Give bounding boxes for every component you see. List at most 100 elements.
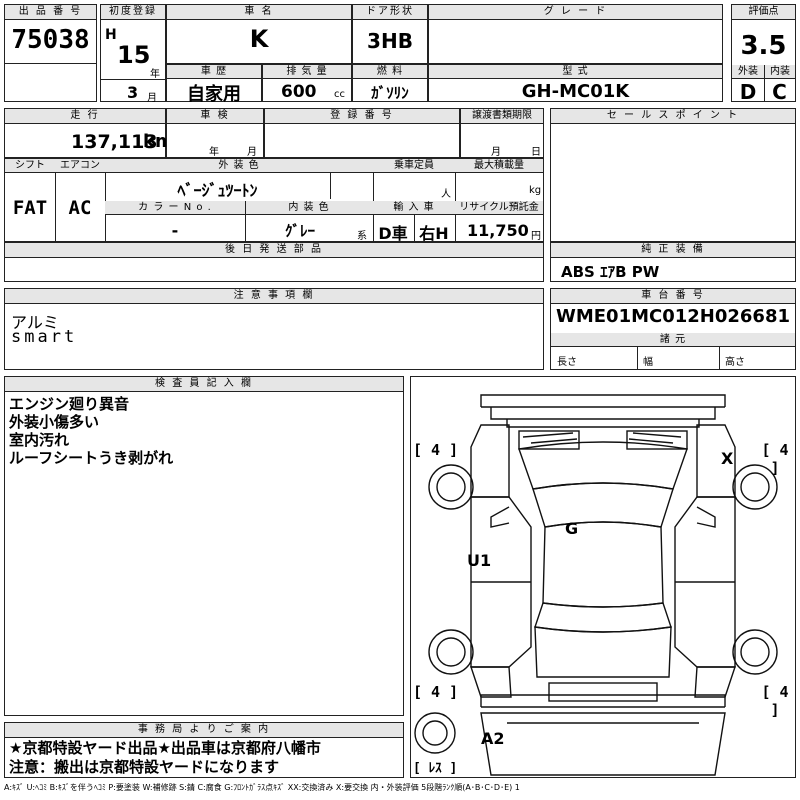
fuel-box: 燃 料 ｶﾞｿﾘﾝ (352, 64, 428, 102)
mileage-value: 137,113 (71, 131, 158, 153)
score-label: 評価点 (732, 5, 795, 20)
capacity-label: 乗車定員 (373, 159, 455, 173)
damage-legend: A:ｷｽﾞ U:ﾍｺﾐ B:ｷｽﾞを伴うﾍｺﾐ P:要塗装 W:補修跡 S:錆 … (4, 783, 520, 792)
load-unit: kg (529, 185, 542, 196)
steering-value: 右H (419, 224, 449, 243)
history-value: 自家用 (187, 84, 241, 105)
recycle-unit: 円 (531, 231, 541, 242)
sales-point-box: セ ー ル ス ポ イ ン ト (550, 108, 796, 242)
grade-box: グ レ ー ド (428, 4, 723, 64)
genuine-label: 純 正 装 備 (551, 243, 795, 258)
model-label: 型 式 (429, 65, 722, 79)
ext-color-label: 外 装 色 (105, 159, 373, 173)
shift-label: シフト (5, 159, 55, 173)
inspector-line-1: エンジン廻り異音 (9, 395, 130, 413)
int-color-value: ｸﾞﾚｰ (284, 222, 315, 240)
car-diagram-box: [ 4 ] [ 4 ] [ 4 ] [ 4 ] X G U1 A2 [ ﾚｽ ] (410, 376, 796, 778)
sales-point-label: セ ー ル ス ポ イ ン ト (551, 109, 795, 124)
tire-rear-left: [ 4 ] (413, 683, 459, 701)
caution-line-1: アルミ (11, 313, 59, 332)
tire-rear-right: [ 4 ] (761, 683, 789, 719)
ext-color-value: ﾍﾞｰｼﾞｭﾂｰﾄﾝ (177, 181, 258, 200)
history-box: 車 歴 自家用 (166, 64, 262, 105)
door-label: ドア形状 (353, 5, 427, 20)
displacement-label: 排 気 量 (263, 65, 351, 79)
mark-a2: A2 (481, 729, 505, 748)
first-registration-label: 初度登録 (101, 5, 165, 20)
chassis-label: 車 台 番 号 (551, 289, 795, 304)
reg-year: 15 (117, 41, 151, 69)
later-parts-label: 後 日 発 送 部 品 (5, 243, 543, 258)
car-name-box: 車 名 K (166, 4, 352, 64)
mileage-label: 走 行 (5, 109, 165, 124)
transfer-label: 譲渡書類期限 (461, 109, 543, 124)
displacement-unit: cc (334, 89, 345, 100)
interior-grade: C (772, 80, 787, 104)
mark-g: G (565, 519, 579, 538)
history-label: 車 歴 (167, 65, 261, 79)
lot-number: 75038 (11, 25, 90, 55)
displacement-box: 排 気 量 600 cc (262, 64, 352, 102)
recycle-label: リサイクル預託金 (455, 201, 543, 215)
regno-box: 登 録 番 号 (264, 108, 460, 158)
reg-month: 3 (127, 83, 139, 102)
score-value: 3.5 (740, 31, 787, 61)
fuel-label: 燃 料 (353, 65, 427, 79)
door-box: ドア形状 3HB (352, 4, 428, 64)
specs-label: 諸 元 (551, 333, 795, 347)
office-line-2: 注意：搬出は京都特設ヤードになります (9, 758, 280, 776)
color-no-label: カ ラ ー N o . (105, 201, 245, 215)
lot-number-label: 出 品 番 号 (5, 5, 96, 20)
recycle-value: 11,750 (467, 221, 529, 240)
caution-line-2: smart (11, 327, 78, 347)
load-label: 最大積載量 (455, 159, 543, 173)
car-name: K (249, 25, 269, 53)
car-name-label: 車 名 (167, 5, 351, 20)
fuel-value: ｶﾞｿﾘﾝ (371, 84, 409, 102)
office-line-1: ★京都特設ヤード出品★出品車は京都府八幡市 (9, 739, 321, 757)
length-label: 長さ (557, 357, 577, 368)
mark-u1: U1 (467, 551, 492, 570)
caution-label: 注 意 事 項 欄 (5, 289, 543, 304)
inspector-line-4: ルーフシートうき剥がれ (9, 449, 174, 467)
door-type: 3HB (367, 29, 413, 53)
caution-box: 注 意 事 項 欄 アルミ smart (4, 288, 544, 370)
inspection-year-unit: 年 (209, 147, 219, 158)
inspector-line-3: 室内汚れ (9, 431, 70, 449)
transfer-day-unit: 日 (531, 147, 541, 158)
height-label: 高さ (725, 357, 745, 368)
first-registration-box: 初度登録 H 15 年 3 月 (100, 4, 166, 104)
inspection-label: 車 検 (167, 109, 263, 124)
lot-number-box: 出 品 番 号 75038 (4, 4, 97, 102)
inspector-box: 検 査 員 記 入 欄 エンジン廻り異音 外装小傷多い 室内汚れ ルーフシートう… (4, 376, 404, 716)
ac-value: AC (68, 197, 92, 219)
transfer-box: 譲渡書類期限 月 日 (460, 108, 544, 158)
month-unit: 月 (147, 93, 157, 104)
tire-front-right: [ 4 ] (761, 441, 789, 477)
spec-grid: シフト エアコン 外 装 色 乗車定員 最大積載量 FAT AC ﾍﾞｰｼﾞｭﾂ… (4, 158, 544, 243)
year-unit: 年 (150, 69, 160, 80)
car-diagram (414, 394, 778, 776)
import-value: D車 (378, 224, 408, 243)
score-box: 評価点 3.5 外装 内装 D C (731, 4, 796, 104)
interior-label: 内装 (764, 65, 795, 79)
genuine-value: ABS ｴｱB PW (561, 263, 660, 281)
grade-label: グ レ ー ド (429, 5, 722, 20)
spare-tire-label: [ ﾚｽ ] (413, 761, 458, 776)
chassis-number: WME01MC012H026681 (555, 306, 791, 327)
transfer-month-unit: 月 (491, 147, 501, 158)
later-parts-box: 後 日 発 送 部 品 (4, 242, 544, 282)
exterior-grade: D (739, 80, 757, 104)
era: H (105, 27, 117, 43)
inspection-box: 車 検 年 月 (166, 108, 264, 158)
office-label: 事 務 局 よ り ご 案 内 (5, 723, 403, 738)
mileage-box: 走 行 137,113 km (4, 108, 174, 158)
import-label: 輸 入 車 (373, 201, 455, 215)
genuine-box: 純 正 装 備 ABS ｴｱB PW (550, 242, 796, 282)
int-color-label: 内 装 色 (245, 201, 373, 215)
model-value: GH-MC01K (521, 81, 630, 102)
color-no-value: - (171, 221, 179, 240)
ac-label: エアコン (55, 159, 105, 173)
exterior-label: 外装 (732, 65, 764, 79)
capacity-unit: 人 (441, 189, 451, 200)
